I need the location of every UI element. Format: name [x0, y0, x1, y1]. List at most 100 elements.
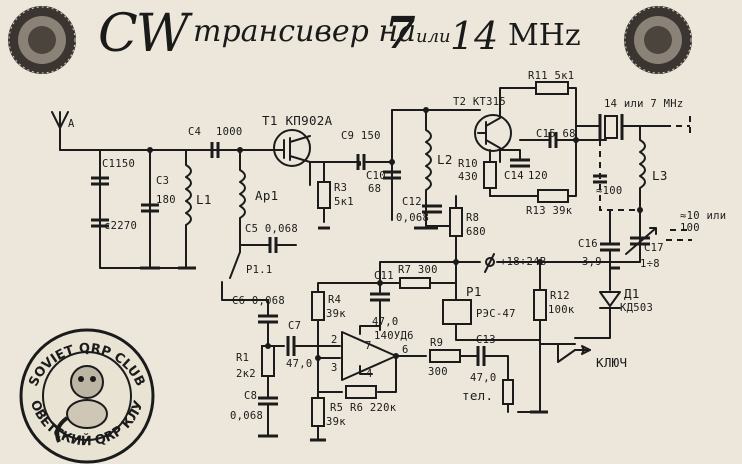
r5-resistor — [311, 397, 325, 427]
l2-inductor — [425, 109, 432, 215]
label-r12-value: 100к — [548, 304, 575, 316]
antenna-symbol — [51, 111, 69, 151]
label-c13: C13 — [476, 334, 496, 346]
label-r9: R9 — [430, 337, 444, 349]
title-transceiver: трансивер на — [193, 14, 417, 49]
title-fourteen: 14 — [450, 14, 499, 58]
r4-resistor — [311, 291, 325, 321]
supply-terminal — [484, 253, 495, 273]
label-c6: C6 0,068 — [232, 295, 285, 307]
c13-capacitor — [476, 346, 486, 366]
title-or: или — [416, 26, 451, 47]
label-c4-value: 1000 — [216, 126, 243, 138]
label-pin6: 6 — [402, 344, 409, 356]
label-c16: C16 — [578, 238, 598, 250]
label-d1-value: КД503 — [620, 302, 654, 314]
label-pin3: 3 — [331, 362, 338, 374]
c5-capacitor — [268, 237, 278, 253]
c4-capacitor — [210, 142, 220, 158]
label-c7: C7 — [288, 320, 302, 332]
label-key: КЛЮЧ — [596, 355, 628, 370]
label-headphones: тел. — [462, 388, 494, 403]
p1-relay — [442, 299, 472, 325]
title-seven: 7 — [385, 8, 416, 59]
label-r4-value: 39к — [326, 308, 346, 320]
label-r1: R1 — [236, 352, 250, 364]
headphones-symbol — [502, 379, 514, 405]
label-c9: C9 150 — [341, 130, 381, 142]
c17-capacitor — [630, 236, 650, 246]
label-l3: L3 — [652, 168, 668, 183]
c1-capacitor — [91, 176, 109, 186]
r8-resistor — [449, 207, 463, 237]
label-r9-value: 300 — [428, 366, 448, 378]
label-t2: T2 КТ315 — [453, 96, 506, 108]
c9-capacitor — [356, 154, 366, 170]
label-c7-value: 47,0 — [286, 358, 313, 370]
label-c2: c2270 — [104, 220, 138, 232]
label-supply: +18÷24B — [500, 256, 547, 268]
opamp-triangle — [341, 331, 397, 381]
label-c11-value: 47,0 — [372, 316, 399, 328]
c2-capacitor — [91, 218, 109, 228]
label-c14-value: 120 — [528, 170, 548, 182]
label-c16-value: 3,9 — [582, 256, 602, 268]
label-r11: R11 5к1 — [528, 70, 575, 82]
label-r3-value: 5к1 — [334, 196, 354, 208]
label-c12: C12 — [402, 196, 422, 208]
label-d1: Д1 — [624, 286, 640, 301]
label-p1: P1 — [466, 284, 482, 299]
seal-right-icon — [624, 6, 692, 74]
label-pin4: 4 — [366, 368, 373, 380]
label-c-side: ≈10 или 100 — [680, 210, 727, 234]
label-c8: C8 — [244, 390, 258, 402]
label-c3: C3 — [156, 175, 170, 187]
cx-capacitor — [593, 174, 607, 184]
label-ap1: Ap1 — [255, 188, 279, 203]
label-p11: P1.1 — [246, 264, 273, 276]
label-c11: C11 — [374, 270, 394, 282]
label-c12-value: 0,068 — [396, 212, 430, 224]
label-pin2: 2 — [331, 334, 338, 346]
t1-transistor — [273, 129, 311, 167]
c12-capacitor — [422, 204, 442, 214]
label-c5: C5 0,068 — [245, 223, 298, 235]
label-r10-value: 430 — [458, 171, 478, 183]
r3-resistor — [317, 181, 331, 209]
r11-resistor — [535, 81, 569, 95]
label-r12: R12 — [550, 290, 570, 302]
label-pin7: 7 — [365, 340, 372, 352]
crystal-resonator — [604, 115, 618, 139]
label-r1-value: 2к2 — [236, 368, 256, 380]
label-r7: R7 300 — [398, 264, 438, 276]
label-crystal: 14 или 7 MHz — [604, 98, 684, 110]
c10-capacitor — [383, 170, 401, 180]
label-c10: C10 — [366, 170, 386, 182]
label-r8: R8 — [466, 212, 480, 224]
label-t1: T1 КП902А — [262, 113, 333, 128]
label-cx: ≈100 — [596, 185, 623, 197]
c15-capacitor — [548, 132, 558, 148]
label-c1: C1150 — [102, 158, 136, 170]
c14-capacitor — [510, 158, 530, 168]
label-r8-value: 680 — [466, 226, 486, 238]
label-c10-value: 68 — [368, 183, 382, 195]
r1-resistor — [261, 345, 275, 377]
label-c8-value: 0,068 — [230, 410, 264, 422]
r7-resistor — [399, 277, 431, 289]
label-c13-value: 47,0 — [470, 372, 497, 384]
r13-resistor — [537, 189, 569, 203]
t2-transistor — [474, 114, 512, 152]
label-opamp: 140УД6 — [374, 330, 414, 342]
r10-resistor — [483, 161, 497, 189]
label-r3: R3 — [334, 182, 348, 194]
title-cw: CW — [98, 4, 189, 64]
ap1-choke — [239, 149, 246, 253]
qrp-club-seal-icon: SOVIET QRP CLUB СОВЕТСКИЙ QRP КЛУБ — [12, 318, 155, 464]
label-c14: C14 — [504, 170, 524, 182]
c3-capacitor — [141, 203, 159, 213]
label-c3-value: 180 — [156, 194, 176, 206]
label-r5: R5 — [330, 402, 344, 414]
